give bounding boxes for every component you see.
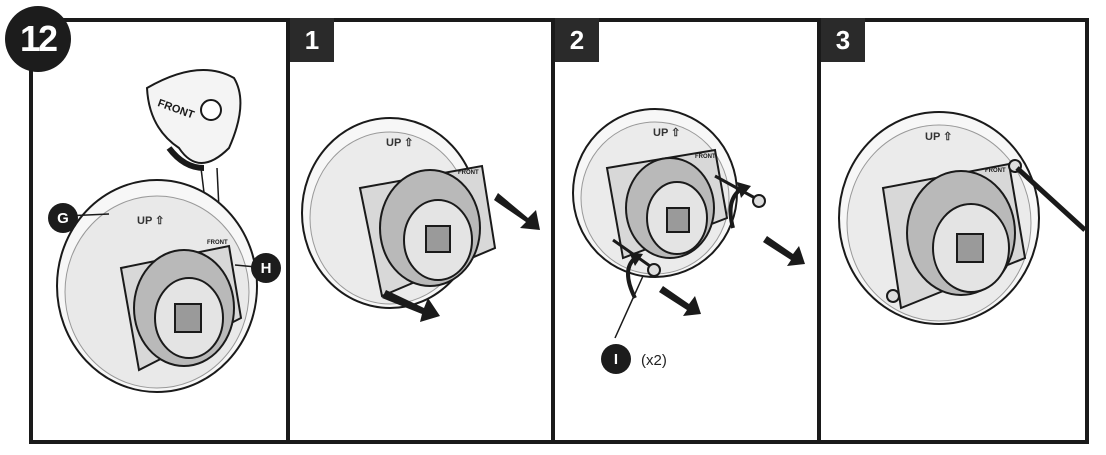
valve-illustration-intro: FRONT UP ⇧ FRONT xyxy=(56,69,258,393)
plate-label: UP ⇧ xyxy=(925,131,952,143)
panel-divider xyxy=(551,18,555,444)
tab-label: FRONT xyxy=(695,154,716,160)
step-number: 2 xyxy=(555,18,599,62)
plate-label: UP ⇧ xyxy=(653,127,680,139)
callout-g: G xyxy=(48,203,78,233)
tab-label: FRONT xyxy=(207,240,228,246)
push-arrow xyxy=(382,290,440,322)
plate-label: UP ⇧ xyxy=(137,215,164,227)
callout-h: H xyxy=(251,253,281,283)
plate-label: UP ⇧ xyxy=(386,137,413,149)
screw xyxy=(752,194,766,208)
panel-intro: FRONT UP ⇧ FRONT G H xyxy=(29,18,286,444)
panel-divider xyxy=(817,18,821,444)
callout-i: I xyxy=(601,344,631,374)
screwdriver xyxy=(1015,166,1085,232)
valve-illustration-step-1: UP ⇧ FRONT xyxy=(301,117,540,322)
panel-step-1: 1 UP ⇧ FRONT xyxy=(290,18,551,444)
step-number: 3 xyxy=(821,18,865,62)
tab-label: FRONT xyxy=(985,168,1006,174)
quantity-note: (x2) xyxy=(641,352,667,369)
push-arrow xyxy=(659,286,701,316)
panel-divider xyxy=(286,18,290,444)
panel-step-3: 3 UP ⇧ FRONT xyxy=(821,18,1089,444)
valve-illustration-step-3: UP ⇧ FRONT xyxy=(838,111,1085,325)
valve-illustration-step-2: UP ⇧ FRONT xyxy=(572,108,805,339)
screw xyxy=(886,289,900,303)
push-arrow xyxy=(494,193,540,230)
push-arrow xyxy=(763,236,805,266)
step-number: 1 xyxy=(290,18,334,62)
panel-step-2: 2 UP ⇧ FRONT I (x2) xyxy=(555,18,817,444)
step-badge: 12 xyxy=(5,6,71,72)
screw xyxy=(647,263,661,277)
tab-label: FRONT xyxy=(458,170,479,176)
